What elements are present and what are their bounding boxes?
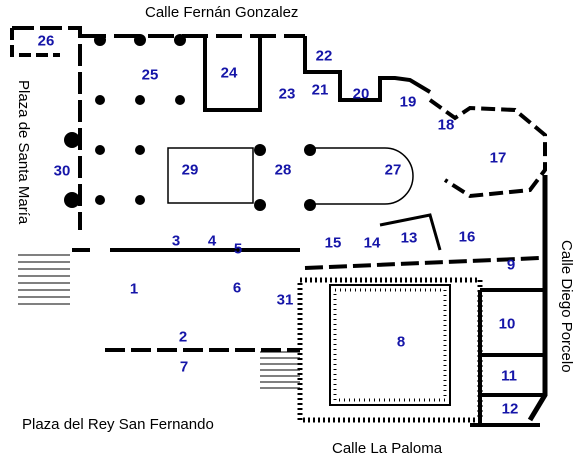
room-label: 16 <box>458 228 476 246</box>
room-26-wall <box>10 28 60 57</box>
walls <box>10 26 548 427</box>
room-label: 4 <box>207 232 217 250</box>
west-wall <box>12 26 82 230</box>
sacristy-walls <box>303 36 432 102</box>
room-label: 22 <box>315 47 333 65</box>
street-bottom: Calle La Paloma <box>332 440 443 457</box>
apse-27 <box>310 147 414 205</box>
room-label: 13 <box>400 229 418 247</box>
room-label: 31 <box>276 291 294 309</box>
room-label: 20 <box>352 85 370 103</box>
street-left: Plaza de Santa María <box>15 80 32 225</box>
room-label: 27 <box>384 161 402 179</box>
room-label: 10 <box>498 315 516 333</box>
room-label: 30 <box>53 162 71 180</box>
room-label: 11 <box>501 367 517 385</box>
room-label: 2 <box>178 328 188 346</box>
room-label: 5 <box>233 240 243 258</box>
rooms-10-12 <box>470 288 545 427</box>
street-bottom-left: Plaza del Rey San Fernando <box>22 416 214 433</box>
interior-lines <box>167 147 414 205</box>
east-apse <box>428 98 547 199</box>
room-label: 21 <box>311 81 329 99</box>
room-label: 15 <box>324 234 342 252</box>
south-corridor <box>304 256 541 270</box>
room-label: 7 <box>179 358 189 376</box>
room-label: 1 <box>129 280 139 298</box>
street-right: Calle Diego Porcelo <box>558 240 575 373</box>
cloister-outer <box>297 277 483 423</box>
stairs <box>18 254 300 389</box>
street-top: Calle Fernán Gonzalez <box>145 4 299 21</box>
room-label: 18 <box>437 116 455 134</box>
room-label: 23 <box>278 85 296 103</box>
room-label: 25 <box>141 66 159 84</box>
room-label: 9 <box>506 256 516 274</box>
chapel-24-wall <box>203 36 262 112</box>
choir <box>167 147 254 204</box>
cloister-inner-dots <box>333 288 447 402</box>
room-label: 26 <box>37 32 55 50</box>
room-label: 8 <box>396 333 406 351</box>
room-label: 24 <box>220 64 238 82</box>
room-label: 19 <box>399 93 417 111</box>
piers <box>64 34 316 211</box>
room-label: 14 <box>363 234 381 252</box>
room-label: 3 <box>171 232 181 250</box>
cloister <box>297 277 483 423</box>
room-label: 6 <box>232 279 242 297</box>
room-label: 28 <box>274 161 292 179</box>
chapel-13 <box>379 213 442 251</box>
east-wall <box>527 175 548 422</box>
room-label: 29 <box>181 161 199 179</box>
cloister-inner <box>329 284 451 406</box>
room-label: 17 <box>489 149 507 167</box>
room-label: 12 <box>501 400 519 418</box>
